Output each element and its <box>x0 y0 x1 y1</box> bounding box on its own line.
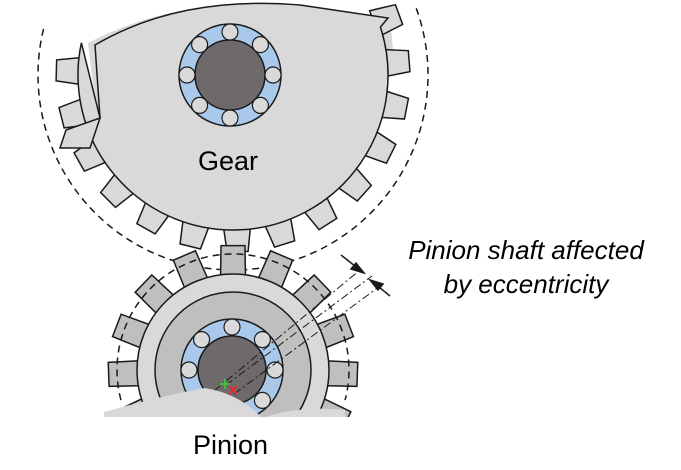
bearing-ball <box>223 318 241 336</box>
bearing-ball <box>264 66 282 84</box>
gear-label: Gear <box>198 146 259 176</box>
pinion-pitch-circle <box>116 253 350 401</box>
bearing-ball <box>253 330 272 349</box>
bearing-ball <box>180 361 198 379</box>
bearing-ball <box>190 35 209 54</box>
bearing-ball <box>251 96 270 115</box>
bearing-ball <box>221 23 239 41</box>
bearing-ball <box>190 96 209 115</box>
pinion-center-mark-green <box>220 379 230 389</box>
bearing-ball <box>178 66 196 84</box>
pinion-label: Pinion <box>193 430 269 460</box>
bearing-ball <box>192 330 211 349</box>
shaft-center-mark-red <box>228 385 238 395</box>
bearing-ball <box>253 391 272 410</box>
annotation-line-1: Pinion shaft affected <box>408 235 644 265</box>
bottom-cutoff <box>0 417 681 470</box>
gear-bearing <box>178 23 282 127</box>
bearing-ball <box>251 35 270 54</box>
gear-left-extension <box>58 116 102 149</box>
eccentricity-axis-lines <box>213 269 381 395</box>
eccentricity-annotation: Pinion shaft affected by eccentricity <box>380 233 672 301</box>
eccentricity-dimension-arrows <box>340 254 391 297</box>
bearing-ball <box>221 109 239 127</box>
annotation-line-2: by eccentricity <box>443 269 609 299</box>
bearing-ball <box>266 361 284 379</box>
